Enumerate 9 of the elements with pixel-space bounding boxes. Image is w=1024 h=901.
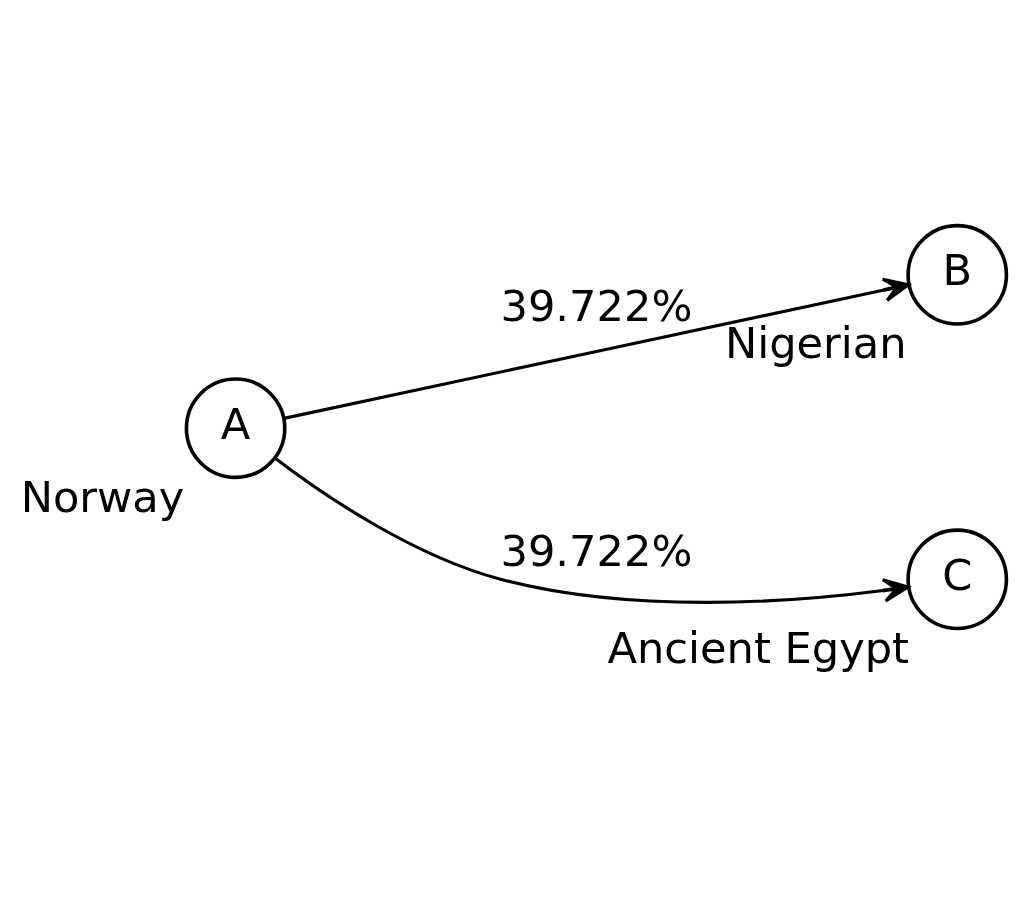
node-circle: A: [184, 376, 287, 479]
node-circle: C: [905, 527, 1008, 630]
arrow: [273, 456, 910, 604]
edge-label: 39.722%: [499, 280, 692, 331]
node-circle: B: [905, 223, 1008, 326]
node-label: Norway: [20, 471, 184, 522]
edge-label: 39.722%: [499, 525, 692, 576]
node-label: Nigerian: [724, 317, 907, 368]
arrow: [283, 277, 910, 420]
